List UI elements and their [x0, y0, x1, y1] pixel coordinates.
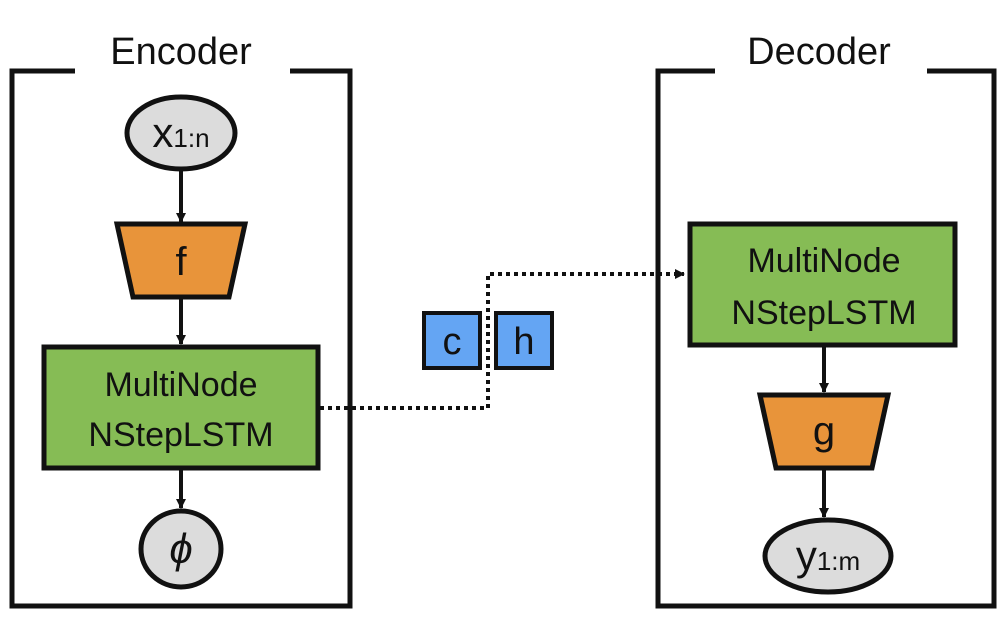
state-transfer-line [320, 269, 685, 410]
encoder-output-label: ϕ [169, 525, 192, 572]
decoder-output-main: y [796, 532, 817, 579]
encoder-frame [9, 68, 353, 609]
hidden-state-label: h [513, 321, 534, 363]
decoder-output-label: y1:m [796, 532, 860, 579]
encoder-lstm-line2: NStepLSTM [88, 416, 273, 454]
decoder-transform-g [756, 392, 892, 471]
cell-state-box [422, 311, 482, 370]
encoder-transform-label: f [175, 240, 187, 284]
decoder-title: Decoder [747, 31, 891, 73]
encoder-input-label: x1:n [152, 109, 209, 156]
encoder-transform-f [113, 221, 249, 300]
decoder-frame [655, 68, 997, 609]
decoder-lstm-line2: NStepLSTM [731, 294, 916, 332]
encoder-lstm-line1: MultiNode [104, 366, 257, 404]
decoder-output-node [762, 517, 894, 595]
hidden-state-box [494, 311, 554, 370]
decoder-transform-label: g [813, 409, 835, 453]
cell-state-label: c [443, 321, 462, 363]
encoder-title: Encoder [110, 31, 252, 73]
encoder-output-node [138, 508, 224, 590]
encoder-input-main: x [152, 109, 173, 156]
decoder-output-sub: 1:m [817, 546, 860, 576]
encoder-input-sub: 1:n [173, 123, 209, 153]
decoder-lstm-line1: MultiNode [747, 242, 900, 280]
